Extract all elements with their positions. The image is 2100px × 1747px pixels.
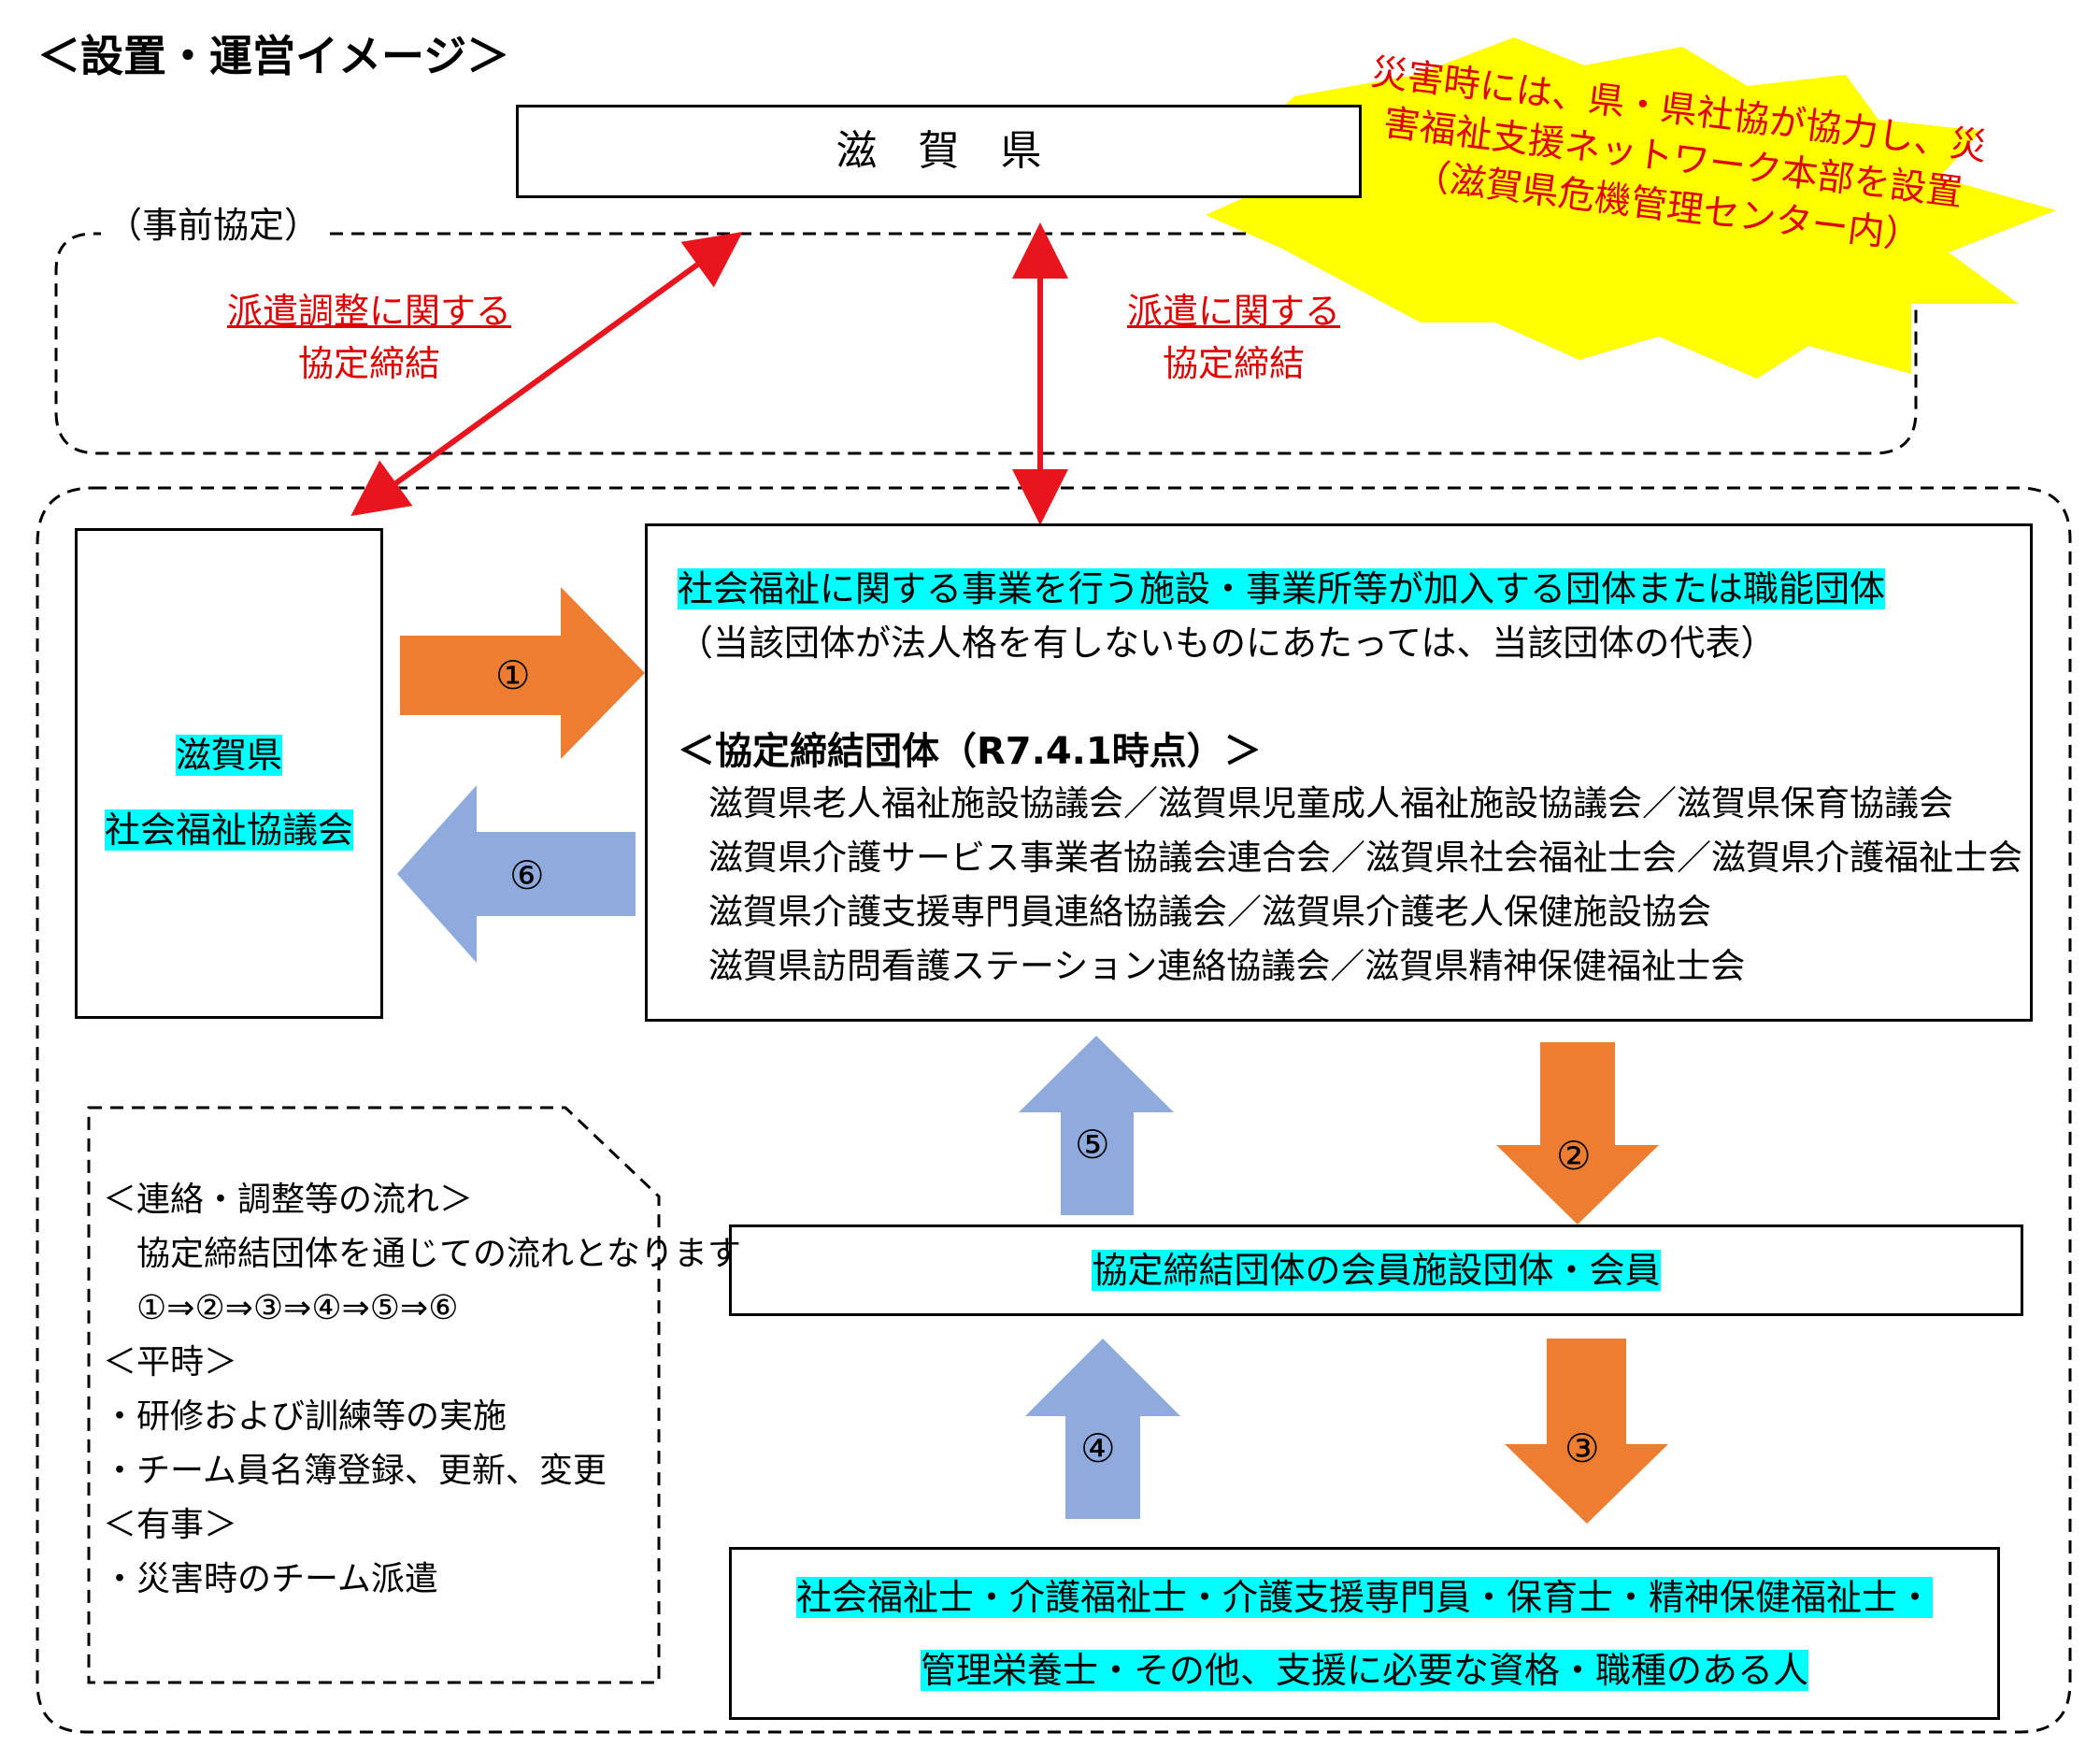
right-agreement-line-1: 派遣に関する bbox=[1126, 291, 1340, 332]
member-box-label: 協定締結団体の会員施設団体・会員 bbox=[1092, 1250, 1661, 1291]
legend-line: ①⇒②⇒③⇒④⇒⑤⇒⑥ bbox=[103, 1289, 459, 1327]
legend-line: ・研修および訓練等の実施 bbox=[103, 1397, 507, 1436]
org-note: （当該団体が法人格を有しないものにあたっては、当該団体の代表） bbox=[678, 623, 1777, 664]
legend-line: ・チーム員名簿登録、更新、変更 bbox=[103, 1452, 607, 1490]
arrow-5-shape bbox=[1019, 1036, 1174, 1215]
page-title: ＜設置・運営イメージ＞ bbox=[37, 31, 510, 81]
pre-agreement-label: （事前協定） bbox=[101, 196, 326, 248]
organizations-box: 社会福祉に関する事業を行う施設・事業所等が加入する団体または職能団体 （当該団体… bbox=[645, 523, 2033, 1022]
persons-line-2: 管理栄養士・その他、支援に必要な資格・職種のある人 bbox=[920, 1650, 1808, 1691]
legend-region bbox=[87, 1106, 661, 1684]
main-region bbox=[36, 486, 2072, 1734]
callout-starburst bbox=[1206, 37, 2056, 379]
left-agreement-line-2: 協定締結 bbox=[297, 343, 440, 384]
council-line-1: 滋賀県 bbox=[175, 735, 282, 776]
arrow-2-shape bbox=[1496, 1042, 1659, 1224]
legend-line: ・災害時のチーム派遣 bbox=[103, 1560, 438, 1598]
legend-line: 協定締結団体を通じての流れとなります bbox=[103, 1235, 741, 1273]
arrow-1-shape bbox=[400, 587, 645, 759]
council-box: 滋賀県 社会福祉協議会 bbox=[75, 528, 383, 1019]
council-line-2: 社会福祉協議会 bbox=[104, 809, 353, 851]
right-agreement-label: 派遣に関する 協定締結 bbox=[1084, 285, 1383, 390]
persons-box: 社会福祉士・介護福祉士・介護支援専門員・保育士・精神保健福祉士・ 管理栄養士・そ… bbox=[729, 1547, 2000, 1720]
arrow-1-label: ① bbox=[495, 652, 531, 698]
arrow-4-label: ④ bbox=[1080, 1425, 1116, 1471]
arrow-4-shape bbox=[1025, 1339, 1180, 1519]
legend-line: ＜平時＞ bbox=[103, 1343, 238, 1382]
arrow-3-label: ③ bbox=[1564, 1425, 1600, 1471]
org-member-line: 滋賀県訪問看護ステーション連絡協議会／滋賀県精神保健福祉士会 bbox=[708, 946, 1746, 986]
arrow-5-label: ⑤ bbox=[1075, 1122, 1110, 1167]
org-member-line: 滋賀県介護サービス事業者協議会連合会／滋賀県社会福祉士会／滋賀県介護福祉士会 bbox=[708, 838, 2022, 878]
left-agreement-arrow bbox=[350, 231, 743, 517]
org-list-title: ＜協定締結団体（R7.4.1時点）＞ bbox=[678, 730, 1262, 773]
legend-text: ＜連絡・調整等の流れ＞ 協定締結団体を通じての流れとなります ①⇒②⇒③⇒④⇒⑤… bbox=[103, 1173, 741, 1607]
org-member-line: 滋賀県老人福祉施設協議会／滋賀県児童成人福祉施設協議会／滋賀県保育協議会 bbox=[708, 783, 1953, 823]
right-agreement-line-2: 協定締結 bbox=[1162, 343, 1305, 384]
org-heading: 社会福祉に関する事業を行う施設・事業所等が加入する団体または職能団体 bbox=[678, 568, 1886, 609]
left-agreement-line-1: 派遣調整に関する bbox=[226, 291, 511, 332]
member-box: 協定締結団体の会員施設団体・会員 bbox=[729, 1224, 2023, 1316]
legend-line: ＜有事＞ bbox=[103, 1506, 238, 1544]
prefecture-box: 滋 賀 県 bbox=[516, 105, 1362, 198]
arrow-2-label: ② bbox=[1556, 1133, 1592, 1179]
legend-line: ＜連絡・調整等の流れ＞ bbox=[103, 1181, 474, 1219]
org-member-line: 滋賀県介護支援専門員連絡協議会／滋賀県介護老人保健施設協会 bbox=[708, 892, 1711, 932]
pre-agreement-region bbox=[54, 232, 1918, 455]
arrow-6-shape bbox=[397, 785, 636, 963]
arrow-6-label: ⑥ bbox=[509, 852, 545, 898]
prefecture-label: 滋 賀 県 bbox=[836, 127, 1042, 175]
arrow-3-shape bbox=[1505, 1339, 1668, 1524]
persons-line-1: 社会福祉士・介護福祉士・介護支援専門員・保育士・精神保健福祉士・ bbox=[795, 1577, 1933, 1618]
left-agreement-label: 派遣調整に関する 協定締結 bbox=[220, 285, 519, 390]
